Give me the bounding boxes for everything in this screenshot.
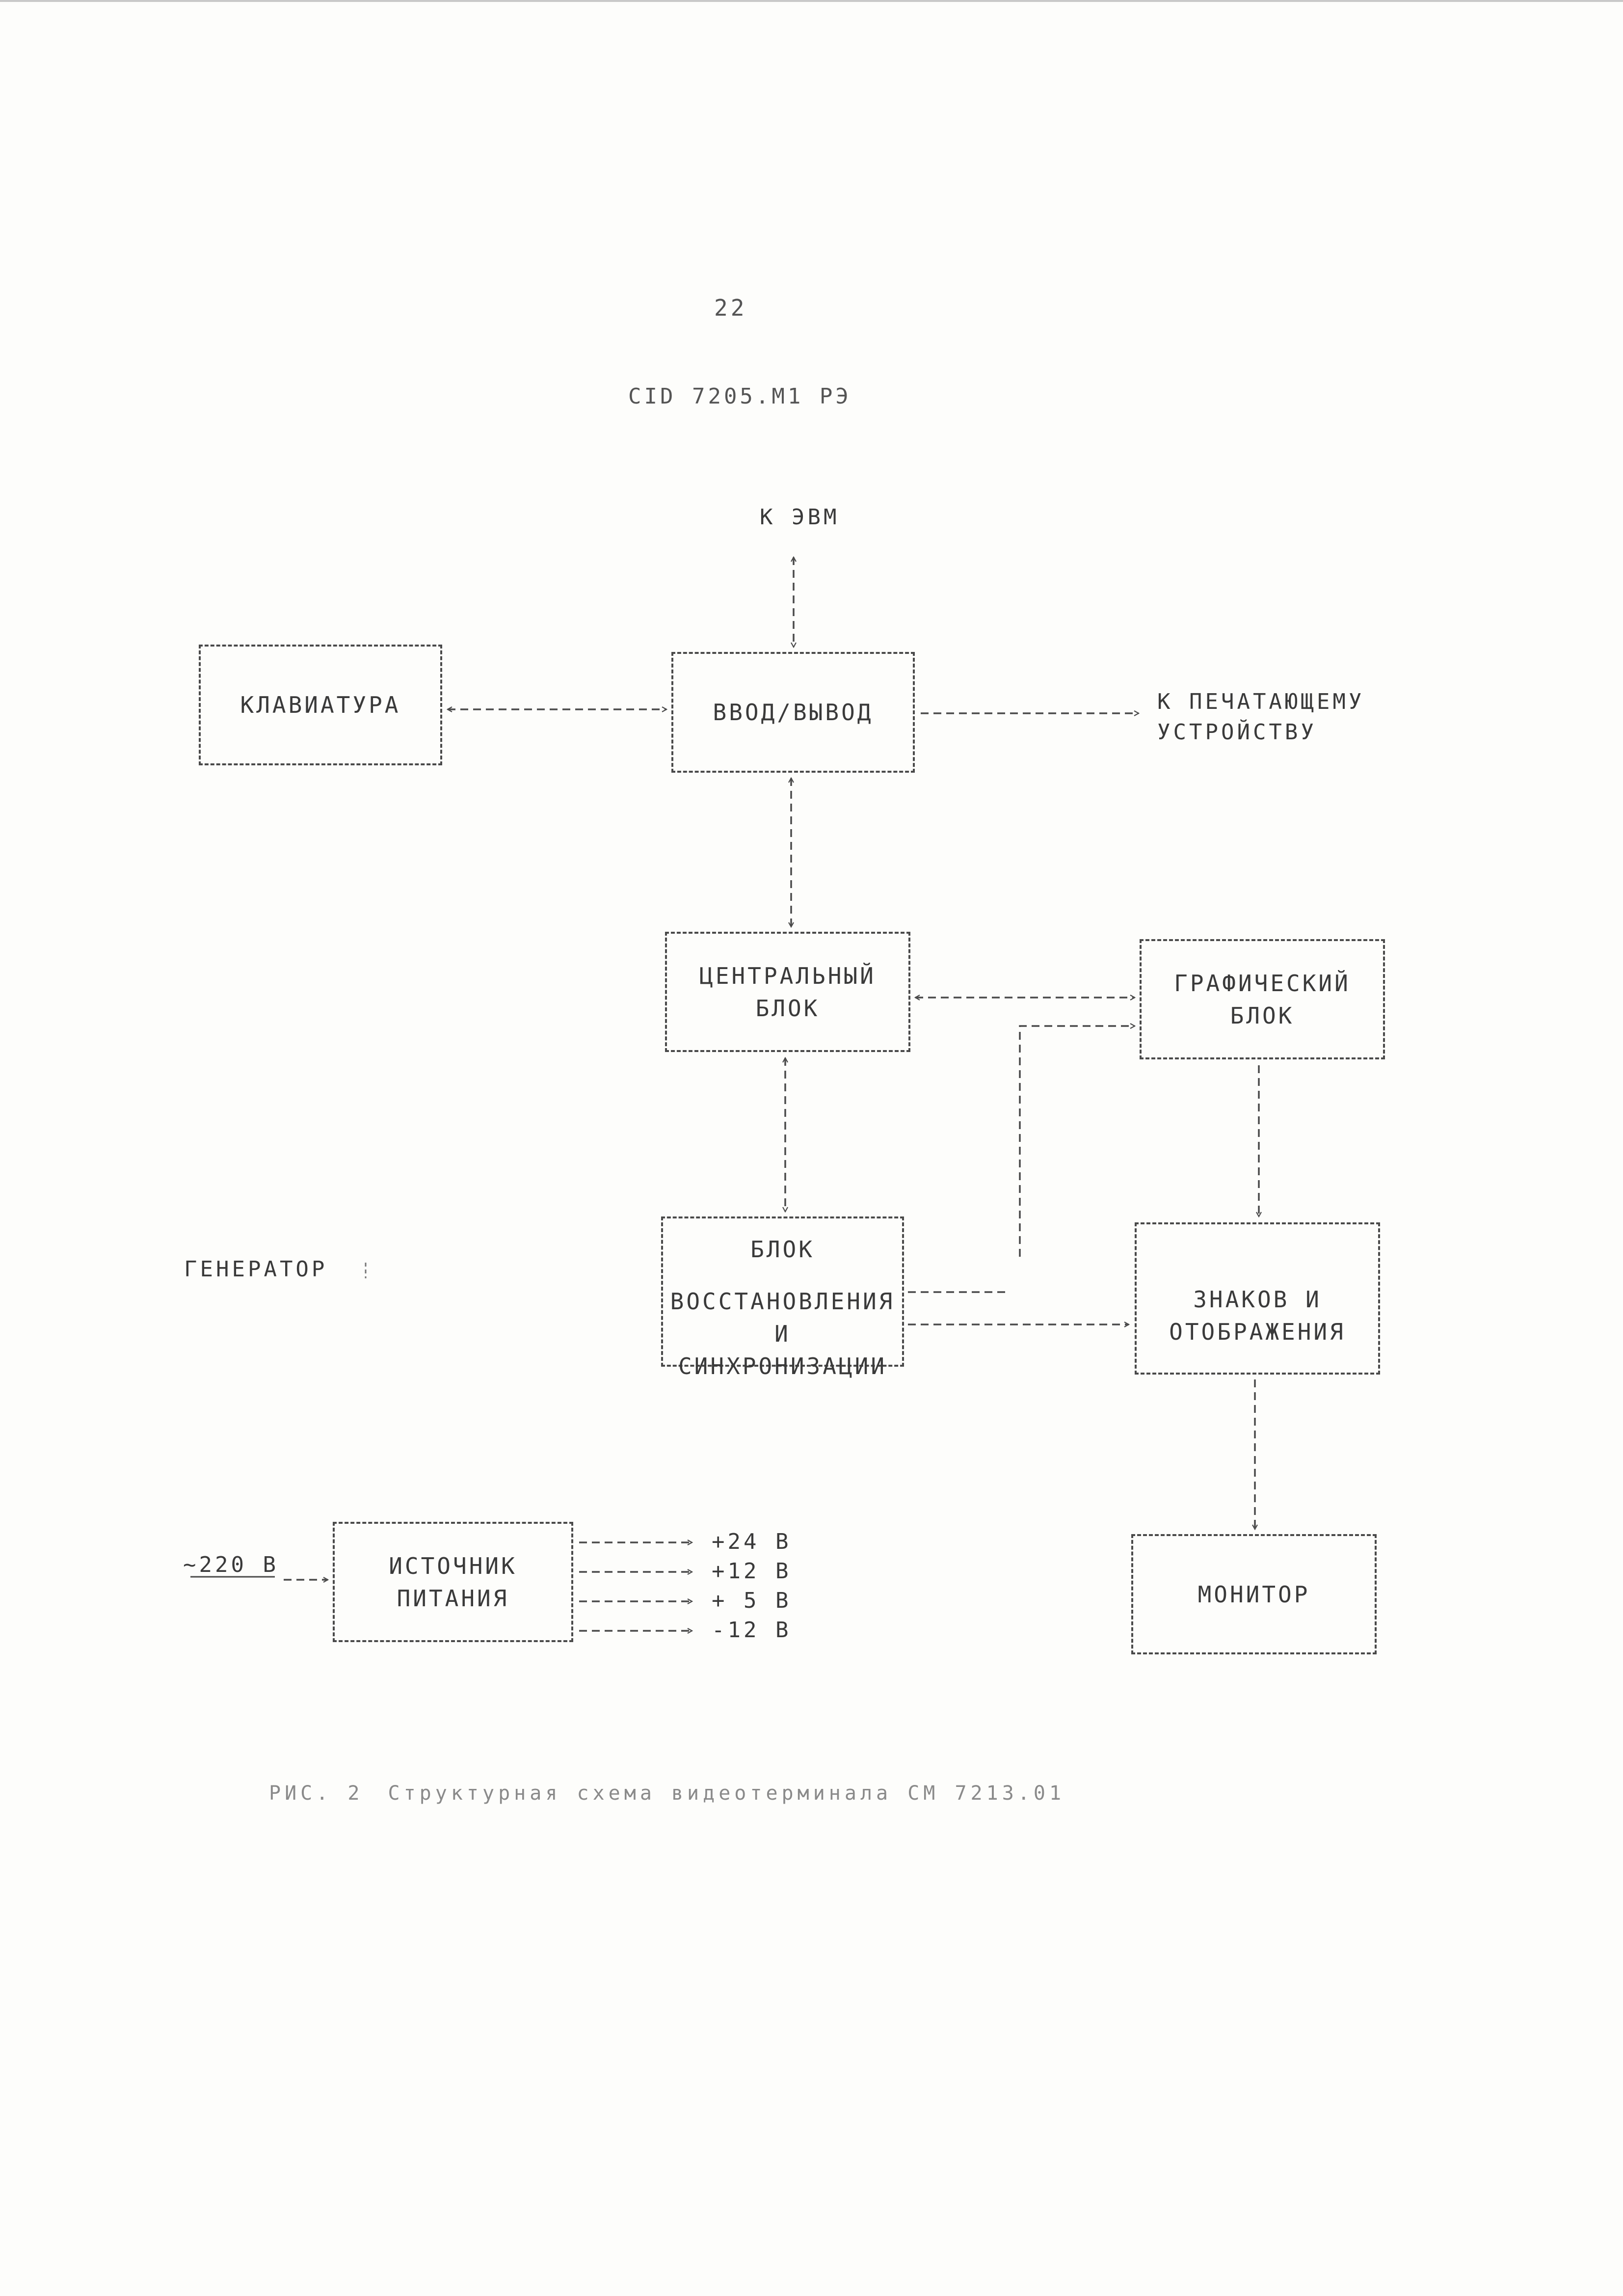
voltage-plus5: + 5 В: [712, 1588, 792, 1613]
io-block: ВВОД/ВЫВОД: [671, 652, 915, 773]
central-block: ЦЕНТРАЛЬНЫЙ БЛОК: [665, 932, 910, 1052]
wire-recovery-graphics-vertical: [1019, 1026, 1135, 1257]
characters-display-label: ЗНАКОВ И ОТОБРАЖЕНИЯ: [1169, 1286, 1346, 1345]
recovery-sync-block: БЛОК ВОССТАНОВЛЕНИЯ И СИНХРОНИЗАЦИИ: [661, 1216, 904, 1379]
keyboard-label: КЛАВИАТУРА: [240, 692, 401, 718]
mains-label: ~220 В: [183, 1552, 279, 1577]
graphics-label: ГРАФИЧЕСКИЙ БЛОК: [1174, 970, 1351, 1029]
io-label: ВВОД/ВЫВОД: [713, 699, 874, 726]
monitor-label: МОНИТОР: [1197, 1581, 1310, 1608]
printer-label-line2: УСТРОЙСТВУ: [1157, 720, 1317, 745]
page-top-edge: [0, 0, 1623, 2]
graphics-block: ГРАФИЧЕСКИЙ БЛОК: [1140, 939, 1385, 1059]
computer-label: К ЭВМ: [760, 505, 840, 530]
recovery-title: БЛОК: [750, 1236, 815, 1263]
power-supply-block: ИСТОЧНИК ПИТАНИЯ: [333, 1522, 573, 1642]
keyboard-block: КЛАВИАТУРА: [199, 645, 442, 765]
central-label: ЦЕНТРАЛЬНЫЙ БЛОК: [699, 962, 876, 1022]
figure-number: РИС. 2: [269, 1782, 364, 1805]
voltage-plus24: +24 В: [712, 1529, 792, 1554]
figure-caption: РИС. 2 Структурная схема видеотерминала С…: [269, 1782, 1065, 1805]
figure-title: Структурная схема видеотерминала СМ 7213…: [388, 1782, 1065, 1805]
printer-label-line1: К ПЕЧАТАЮЩЕМУ: [1157, 689, 1365, 714]
generator-label: ГЕНЕРАТОР: [184, 1257, 328, 1282]
voltage-plus12: +12 В: [712, 1559, 792, 1584]
document-code: CID 7205.M1 РЭ: [628, 384, 851, 409]
monitor-block: МОНИТОР: [1131, 1534, 1377, 1654]
power-supply-label: ИСТОЧНИК ПИТАНИЯ: [389, 1552, 517, 1612]
voltage-minus12: -12 В: [712, 1618, 792, 1643]
recovery-label: ВОССТАНОВЛЕНИЯ И СИНХРОНИЗАЦИИ: [670, 1288, 895, 1379]
page-number: 22: [714, 295, 747, 321]
characters-display-block: ЗНАКОВ И ОТОБРАЖЕНИЯ: [1135, 1222, 1380, 1375]
